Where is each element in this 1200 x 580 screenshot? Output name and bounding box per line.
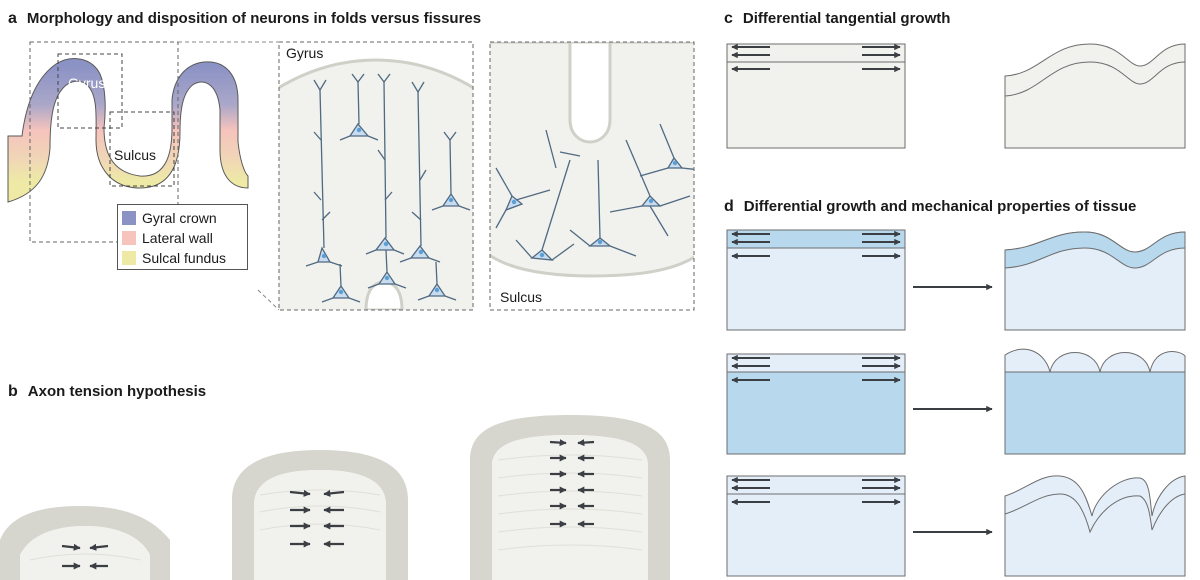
overview-frame [29, 41, 179, 243]
legend-item-lateral-wall: Lateral wall [122, 228, 243, 248]
sulcus-zoom-content [490, 42, 694, 278]
label-gyrus: Gyrus [68, 75, 105, 91]
panel-b-letter: b [8, 383, 18, 400]
gyrus-zoom-box [57, 53, 123, 129]
panel-d-title: d Differential growth and mechanical prop… [724, 198, 1136, 216]
legend-label: Gyral crown [142, 210, 217, 226]
label-sulcus: Sulcus [114, 147, 156, 163]
panel-b-diagram [0, 415, 670, 580]
gyrus-zoom-content [279, 58, 473, 310]
legend-label: Sulcal fundus [142, 250, 227, 266]
region-legend: Gyral crown Lateral wall Sulcal fundus [117, 204, 248, 270]
panel-b-title: b Axon tension hypothesis [8, 383, 206, 401]
legend-swatch-gyral-crown [122, 211, 136, 225]
legend-item-sulcal-fundus: Sulcal fundus [122, 248, 243, 268]
medium-gyrus [232, 450, 408, 580]
legend-item-gyral-crown: Gyral crown [122, 208, 243, 228]
row2-wrinkled-block [1004, 371, 1186, 455]
panel-c-letter: c [724, 10, 733, 27]
panel-a-heading: Morphology and disposition of neurons in… [26, 10, 482, 27]
panel-a-letter: a [8, 10, 17, 27]
legend-label: Lateral wall [142, 230, 213, 246]
panel-d-diagram [726, 43, 1186, 577]
tension-arrows [61, 439, 595, 570]
legend-swatch-sulcal-fundus [122, 251, 136, 265]
panel-a-title: a Morphology and disposition of neurons i… [8, 10, 481, 28]
panel-c-diagram [726, 43, 1186, 149]
zoom-sulcus-label: Sulcus [500, 289, 542, 305]
panel-a-diagram [7, 41, 695, 311]
cortex-shape [7, 58, 249, 203]
zoom-gyrus-label: Gyrus [286, 45, 323, 61]
panel-d-letter: d [724, 198, 734, 215]
pyramidal-neurons [305, 73, 471, 303]
buckled-tissue [1004, 43, 1186, 149]
projection-line-bottom [257, 289, 280, 311]
sulcal-neurons [495, 123, 694, 261]
small-gyrus [0, 506, 170, 580]
row3-creased-block [1004, 475, 1186, 577]
large-gyrus [470, 415, 670, 580]
legend-swatch-lateral-wall [122, 231, 136, 245]
panel-d-heading: Differential growth and mechanical prope… [743, 198, 1137, 215]
panel-b-heading: Axon tension hypothesis [27, 383, 207, 400]
growth-arrows [731, 43, 901, 506]
panel-c-heading: Differential tangential growth [742, 10, 951, 27]
panel-c-title: c Differential tangential growth [724, 10, 950, 28]
sulcus-zoom-box [109, 111, 175, 187]
flat-tissue-block [726, 43, 906, 149]
